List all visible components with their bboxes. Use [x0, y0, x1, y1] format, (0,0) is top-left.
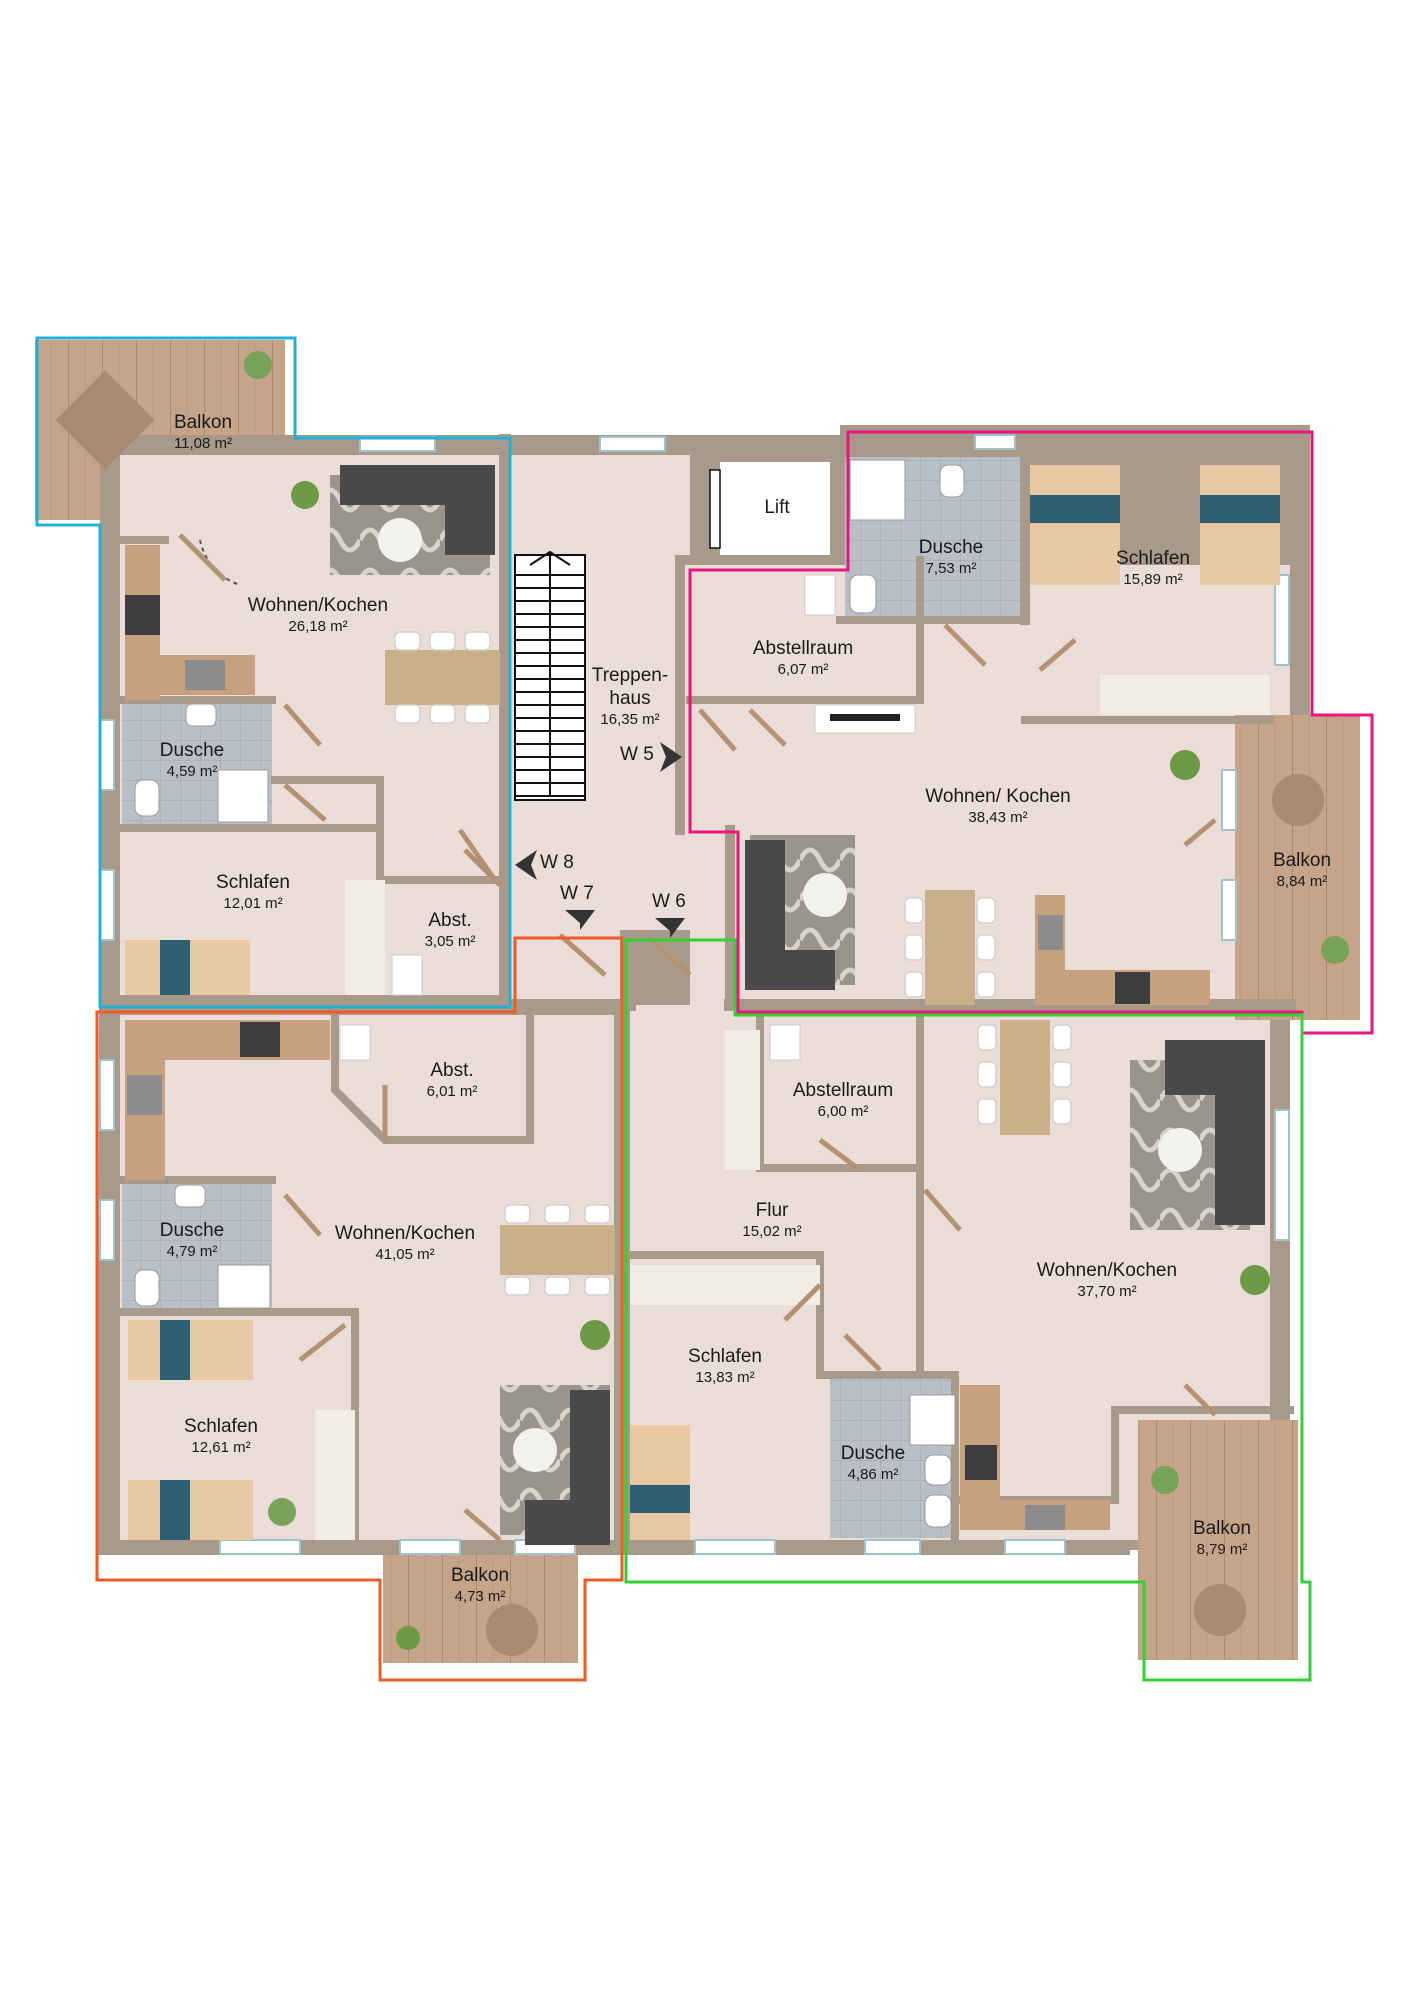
lift-door — [709, 469, 721, 549]
unit-outline-w6 — [624, 938, 1312, 1682]
lift-floor — [720, 462, 830, 560]
room-area: 4,59 m² — [166, 762, 218, 780]
w7-balkon-label: Balkon 4,73 m² — [451, 1565, 509, 1606]
room-area: 37,70 m² — [1077, 1282, 1137, 1300]
room-area: 7,53 m² — [925, 559, 977, 577]
room-name: Dusche — [159, 1220, 225, 1241]
room-area: 8,79 m² — [1196, 1540, 1248, 1558]
room-area: 38,43 m² — [968, 808, 1028, 826]
room-area: 15,89 m² — [1123, 570, 1183, 588]
w8-marker-label: W 8 — [540, 852, 574, 873]
room-name: Dusche — [159, 740, 225, 761]
unit-outline-w7 — [95, 936, 624, 1682]
w5-schlafen-label: Schlafen 15,89 m² — [1116, 548, 1190, 589]
room-name: Abst. — [428, 910, 472, 931]
w8-dusche-label: Dusche 4,59 m² — [160, 740, 224, 781]
w8-balkon-label: Balkon 11,08 m² — [174, 412, 232, 453]
unit-outlines — [35, 336, 1374, 1682]
room-area: 26,18 m² — [288, 617, 348, 635]
w7-marker-label: W 7 — [560, 883, 594, 904]
room-name: Wohnen/Kochen — [1036, 1260, 1178, 1281]
room-area: 4,79 m² — [166, 1242, 218, 1260]
w5-balkon-floor — [1235, 715, 1360, 1020]
w8-schlafen-label: Schlafen 12,01 m² — [216, 872, 290, 913]
w6-dusche-label: Dusche 4,86 m² — [841, 1443, 905, 1484]
room-area: 41,05 m² — [375, 1245, 435, 1263]
unit-outline-w5 — [688, 430, 1374, 1035]
room-area: 12,61 m² — [191, 1438, 251, 1456]
w6-flur-label: Flur 15,02 m² — [742, 1200, 801, 1241]
room-area: 6,01 m² — [426, 1082, 478, 1100]
room-name: Balkon — [173, 412, 233, 433]
room-name: Dusche — [918, 537, 984, 558]
w7-abst-label: Abst. 6,01 m² — [427, 1060, 478, 1101]
w5-marker-label: W 5 — [620, 744, 654, 765]
room-name: Wohnen/ Kochen — [925, 786, 1071, 807]
room-name: Abst. — [430, 1060, 474, 1081]
room-name: Balkon — [1192, 1518, 1252, 1539]
w8-abst-label: Abst. 3,05 m² — [425, 910, 476, 951]
w7-wohnen-label: Wohnen/Kochen 41,05 m² — [335, 1223, 475, 1264]
w8-wohnen-label: Wohnen/Kochen 26,18 m² — [248, 595, 388, 636]
room-name: Schlafen — [216, 872, 290, 893]
room-area: 6,07 m² — [777, 660, 829, 678]
unit-outline-w8 — [35, 336, 512, 1009]
room-name: Schlafen — [184, 1416, 258, 1437]
room-name-line1: Treppen- — [591, 665, 669, 686]
room-name: Schlafen — [1116, 548, 1190, 569]
w6-marker-label: W 6 — [652, 891, 686, 912]
room-name: Flur — [755, 1200, 789, 1221]
room-name: Wohnen/Kochen — [247, 595, 389, 616]
w5-dusche-label: Dusche 7,53 m² — [919, 537, 983, 578]
w7-dusche-label: Dusche 4,79 m² — [160, 1220, 224, 1261]
windows — [99, 434, 1290, 1555]
w5-wohnen-label: Wohnen/ Kochen 38,43 m² — [925, 786, 1070, 827]
doors — [178, 533, 1217, 1542]
w5-abstellraum-label: Abstellraum 6,07 m² — [753, 638, 853, 679]
room-name: Wohnen/Kochen — [334, 1223, 476, 1244]
w6-arrow-icon — [655, 918, 685, 938]
room-area: 12,01 m² — [223, 894, 283, 912]
staircase — [514, 550, 586, 801]
room-name: Dusche — [840, 1443, 906, 1464]
treppenhaus-label: Treppen- haus 16,35 m² — [592, 665, 668, 729]
room-name: Abstellraum — [752, 638, 854, 659]
w6-balkon-label: Balkon 8,79 m² — [1193, 1518, 1251, 1559]
w6-wohnen-label: Wohnen/Kochen 37,70 m² — [1037, 1260, 1177, 1301]
room-area: 3,05 m² — [424, 932, 476, 950]
room-name: Lift — [764, 497, 790, 518]
room-area: 8,84 m² — [1276, 872, 1328, 890]
w7-schlafen-label: Schlafen 12,61 m² — [184, 1416, 258, 1457]
w7-arrow-icon — [565, 910, 595, 930]
w5-arrow-icon — [660, 742, 682, 772]
room-area: 4,73 m² — [454, 1587, 506, 1605]
room-area: 16,35 m² — [600, 710, 660, 728]
room-name-line2: haus — [609, 687, 651, 709]
entrance-markers — [515, 742, 685, 938]
room-area: 13,83 m² — [695, 1368, 755, 1386]
room-name: Balkon — [450, 1565, 510, 1586]
w8-arrow-icon — [515, 850, 537, 880]
room-name: Abstellraum — [792, 1080, 894, 1101]
room-area: 6,00 m² — [817, 1102, 869, 1120]
room-area: 15,02 m² — [742, 1222, 802, 1240]
w5-balkon-label: Balkon 8,84 m² — [1273, 850, 1331, 891]
w6-abstellraum-label: Abstellraum 6,00 m² — [793, 1080, 893, 1121]
room-name: Balkon — [1272, 850, 1332, 871]
room-area: 11,08 m² — [173, 434, 233, 452]
lift-label: Lift — [764, 497, 789, 520]
room-name: Schlafen — [688, 1346, 762, 1367]
w6-schlafen-label: Schlafen 13,83 m² — [688, 1346, 762, 1387]
room-area: 4,86 m² — [847, 1465, 899, 1483]
